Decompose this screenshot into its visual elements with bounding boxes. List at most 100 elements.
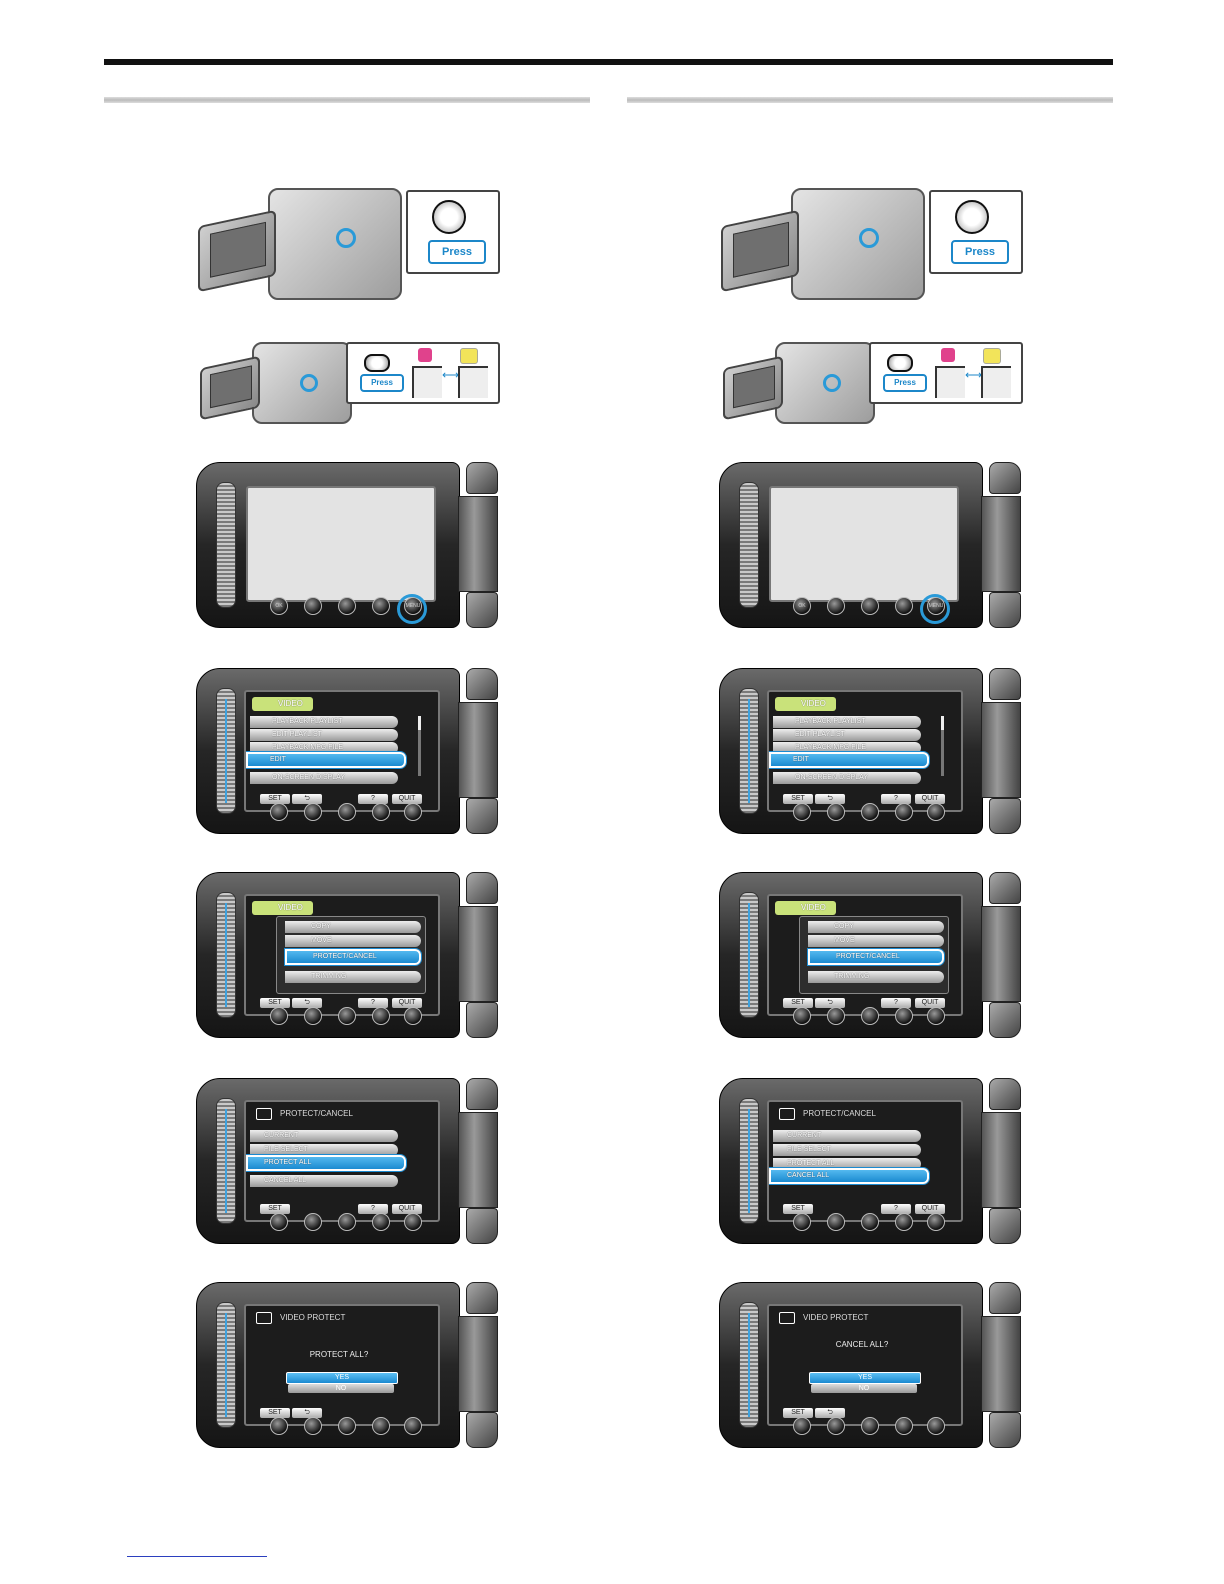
mode-button-icon bbox=[364, 354, 390, 372]
no-button[interactable]: NO bbox=[811, 1384, 917, 1393]
menu-item-selected[interactable]: PROTECT ALL bbox=[246, 1155, 406, 1171]
set-button[interactable]: SET bbox=[783, 1204, 813, 1214]
section-rule-left bbox=[104, 97, 590, 103]
menu-item[interactable]: PLAYBACK PLAYLIST bbox=[773, 716, 921, 728]
set-button[interactable]: SET bbox=[260, 998, 290, 1008]
help-button[interactable]: ? bbox=[881, 998, 911, 1008]
quit-button[interactable]: QUIT bbox=[392, 794, 422, 804]
submenu-item[interactable]: MOVE bbox=[285, 935, 421, 947]
video-icon bbox=[779, 1108, 795, 1120]
quit-button[interactable]: QUIT bbox=[915, 998, 945, 1008]
help-button[interactable]: ? bbox=[358, 794, 388, 804]
quit-button[interactable]: QUIT bbox=[915, 794, 945, 804]
help-button[interactable]: ? bbox=[358, 1204, 388, 1214]
back-button[interactable]: ⮌ bbox=[815, 1408, 845, 1418]
monitor-video-menu: VIDEO PLAYBACK PLAYLIST EDIT PLAYLIST PL… bbox=[196, 668, 500, 834]
menu-item[interactable]: FILE SELECT bbox=[773, 1144, 921, 1156]
help-button[interactable]: ? bbox=[358, 998, 388, 1008]
submenu-item[interactable]: TRIMMING bbox=[285, 971, 421, 983]
operation-button-4[interactable] bbox=[895, 597, 913, 615]
operation-button-2[interactable] bbox=[304, 597, 322, 615]
still-mode-icon bbox=[983, 348, 1001, 364]
video-mode-lamp bbox=[935, 366, 965, 398]
monitor-confirm: VIDEO PROTECT PROTECT ALL? YES NO SET ⮌ bbox=[196, 1282, 500, 1448]
operation-button-4[interactable] bbox=[372, 597, 390, 615]
submenu-item-selected[interactable]: PROTECT/CANCEL bbox=[285, 949, 421, 965]
menu-item[interactable]: PLAYBACK PLAYLIST bbox=[250, 716, 398, 728]
quit-button[interactable]: QUIT bbox=[392, 998, 422, 1008]
power-button-icon bbox=[432, 200, 466, 234]
set-button[interactable]: SET bbox=[260, 1408, 290, 1418]
monitor-confirm: VIDEO PROTECT CANCEL ALL? YES NO SET ⮌ bbox=[719, 1282, 1023, 1448]
quit-button[interactable]: QUIT bbox=[392, 1204, 422, 1214]
video-mode-icon bbox=[418, 348, 432, 362]
switch-arrows-icon: ⟷ bbox=[965, 368, 983, 382]
set-button[interactable]: SET bbox=[783, 794, 813, 804]
monitor-protect-menu: PROTECT/CANCEL CURRENT FILE SELECT PROTE… bbox=[196, 1078, 500, 1244]
menu-item[interactable]: FILE SELECT bbox=[250, 1144, 398, 1156]
edit-submenu: COPY MOVE PROTECT/CANCEL TRIMMING bbox=[276, 916, 426, 994]
operation-button-3[interactable] bbox=[861, 597, 879, 615]
lcd-screen: VIDEO COPY MOVE PROTECT/CANCEL TRIMMING … bbox=[767, 894, 963, 1016]
menu-item[interactable]: PLAYBACK MPG FILE bbox=[250, 742, 398, 754]
menu-item[interactable]: EDIT PLAYLIST bbox=[250, 729, 398, 741]
press-callout: Press bbox=[929, 190, 1023, 274]
menu-header: VIDEO bbox=[252, 697, 313, 711]
menu-item[interactable]: ON-SCREEN DISPLAY bbox=[250, 772, 398, 784]
back-button[interactable]: ⮌ bbox=[292, 998, 322, 1008]
menu-item[interactable]: EDIT PLAYLIST bbox=[773, 729, 921, 741]
lcd-screen: VIDEO PLAYBACK PLAYLIST EDIT PLAYLIST PL… bbox=[767, 690, 963, 812]
menu-item[interactable]: CURRENT bbox=[250, 1130, 398, 1142]
still-mode-icon bbox=[460, 348, 478, 364]
back-button[interactable]: ⮌ bbox=[292, 794, 322, 804]
yes-button[interactable]: YES bbox=[286, 1372, 398, 1384]
footer-link-underline[interactable] bbox=[127, 1556, 267, 1557]
dialog-title: VIDEO PROTECT bbox=[803, 1313, 869, 1322]
menu-item[interactable]: CANCEL ALL bbox=[250, 1175, 398, 1187]
confirm-question: PROTECT ALL? bbox=[309, 1350, 369, 1359]
operation-button-2[interactable] bbox=[827, 597, 845, 615]
submenu-item[interactable]: TRIMMING bbox=[808, 971, 944, 983]
submenu-item[interactable]: COPY bbox=[285, 921, 421, 933]
menu-item[interactable]: PLAYBACK MPG FILE bbox=[773, 742, 921, 754]
quit-button[interactable]: QUIT bbox=[915, 1204, 945, 1214]
ok-button[interactable]: OK bbox=[270, 597, 288, 615]
set-button[interactable]: SET bbox=[260, 1204, 290, 1214]
submenu-item-selected[interactable]: PROTECT/CANCEL bbox=[808, 949, 944, 965]
operation-button-3[interactable] bbox=[338, 597, 356, 615]
back-button[interactable]: ⮌ bbox=[292, 1408, 322, 1418]
monitor-menu-press: OK MENU bbox=[719, 462, 1023, 628]
touch-sensor-strip bbox=[216, 482, 236, 608]
menu-item[interactable]: PROTECT ALL bbox=[773, 1158, 921, 1170]
still-mode-lamp bbox=[981, 366, 1011, 398]
menu-item[interactable]: ON-SCREEN DISPLAY bbox=[773, 772, 921, 784]
submenu-item[interactable]: COPY bbox=[808, 921, 944, 933]
menu-item[interactable]: CURRENT bbox=[773, 1130, 921, 1142]
scrollbar[interactable] bbox=[941, 716, 944, 776]
set-button[interactable]: SET bbox=[260, 794, 290, 804]
menu-item-selected[interactable]: CANCEL ALL bbox=[769, 1168, 929, 1184]
monitor-edit-submenu: VIDEO COPY MOVE PROTECT/CANCEL TRIMMING … bbox=[719, 872, 1023, 1038]
scrollbar[interactable] bbox=[418, 716, 421, 776]
menu-item-selected[interactable]: EDIT bbox=[246, 752, 406, 768]
yes-button[interactable]: YES bbox=[809, 1372, 921, 1384]
ok-button[interactable]: OK bbox=[793, 597, 811, 615]
mode-callout: Press ⟷ bbox=[869, 342, 1023, 404]
help-button[interactable]: ? bbox=[881, 794, 911, 804]
back-button[interactable]: ⮌ bbox=[815, 998, 845, 1008]
mode-button-highlight bbox=[823, 374, 841, 392]
lcd-screen: VIDEO PROTECT CANCEL ALL? YES NO SET ⮌ bbox=[767, 1304, 963, 1426]
set-button[interactable]: SET bbox=[783, 1408, 813, 1418]
page-top-rule bbox=[104, 59, 1113, 65]
video-mode-icon bbox=[941, 348, 955, 362]
menu-button-highlight bbox=[397, 594, 427, 624]
lcd-screen: VIDEO COPY MOVE PROTECT/CANCEL TRIMMING … bbox=[244, 894, 440, 1016]
dialog-title: VIDEO PROTECT bbox=[280, 1313, 346, 1322]
back-button[interactable]: ⮌ bbox=[815, 794, 845, 804]
set-button[interactable]: SET bbox=[783, 998, 813, 1008]
press-label: Press bbox=[951, 240, 1009, 264]
no-button[interactable]: NO bbox=[288, 1384, 394, 1393]
help-button[interactable]: ? bbox=[881, 1204, 911, 1214]
menu-item-selected[interactable]: EDIT bbox=[769, 752, 929, 768]
submenu-item[interactable]: MOVE bbox=[808, 935, 944, 947]
